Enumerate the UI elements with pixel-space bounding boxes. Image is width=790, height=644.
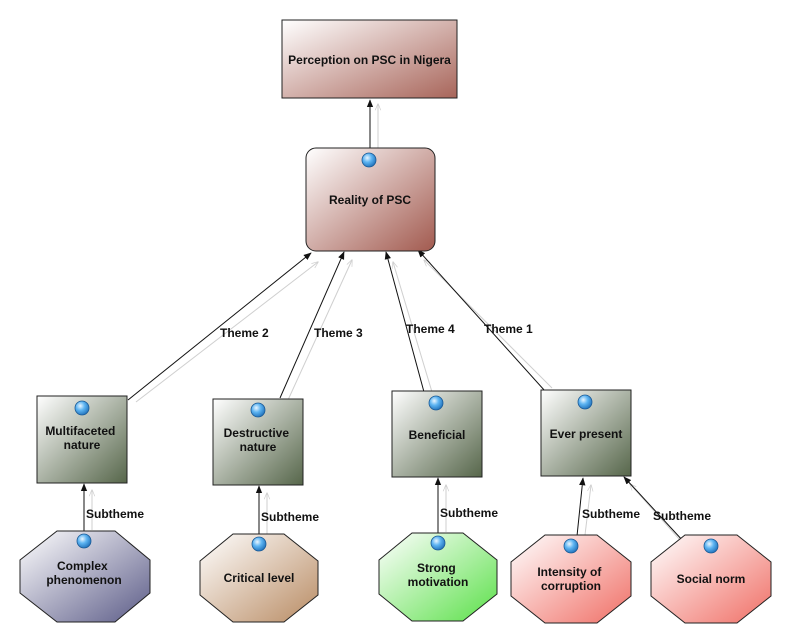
- social-label: Social norm: [677, 572, 746, 586]
- strong-label-line-2: motivation: [408, 575, 469, 589]
- node-strong-motivation[interactable]: Strong motivation: [378, 532, 498, 622]
- svg-text:Intensity of corruption: Intensity of corruption: [537, 565, 604, 593]
- intensity-label-line-1: Intensity of: [537, 565, 602, 579]
- node-critical-level[interactable]: Critical level: [199, 533, 319, 623]
- perception-label: Perception on PSC in Nigera: [288, 53, 451, 67]
- theme-1-label: Theme 1: [484, 322, 533, 336]
- blue-bullet-icon: [361, 152, 377, 168]
- theme-2-label: Theme 2: [220, 326, 269, 340]
- critical-label: Critical level: [224, 571, 295, 585]
- destructive-label-line-2: nature: [240, 440, 277, 454]
- blue-bullet-icon: [703, 538, 719, 554]
- node-intensity-of-corruption[interactable]: Intensity of corruption: [510, 534, 632, 624]
- edge-beneficial-to-reality: [384, 251, 425, 393]
- complex-label-line-2: phenomenon: [46, 573, 121, 587]
- multifaceted-label-line-2: nature: [64, 438, 101, 452]
- svg-text:Multifaceted nature: Multifaceted nature: [45, 424, 118, 452]
- blue-bullet-icon: [577, 394, 593, 410]
- node-reality-of-psc[interactable]: Reality of PSC: [305, 147, 436, 252]
- multifaceted-label-line-1: Multifaceted: [45, 424, 115, 438]
- blue-bullet-icon: [251, 536, 267, 552]
- edges: Theme 2 Theme 3 Theme 4 Theme 1 Subtheme…: [80, 99, 711, 543]
- edge-multifaceted-to-reality: [127, 252, 312, 401]
- complex-label-line-1: Complex: [57, 559, 108, 573]
- edge-ever-present-to-reality: [417, 249, 546, 392]
- theme-3-label: Theme 3: [314, 326, 363, 340]
- edge-destructive-to-reality: [279, 251, 345, 399]
- subtheme-label-intensity: Subtheme: [582, 507, 640, 521]
- node-destructive-nature[interactable]: Destructive nature: [212, 398, 304, 486]
- node-social-norm[interactable]: Social norm: [650, 534, 772, 624]
- edge-intensity-to-ever-present: [576, 477, 586, 537]
- svg-text:Strong motivation: Strong motivation: [408, 561, 469, 589]
- svg-text:Destructive nature: Destructive nature: [224, 426, 293, 454]
- edge-social-to-ever-present: [623, 476, 685, 543]
- blue-bullet-icon: [74, 400, 90, 416]
- node-ever-present[interactable]: Ever present: [540, 389, 632, 477]
- reality-label: Reality of PSC: [329, 193, 411, 207]
- node-beneficial[interactable]: Beneficial: [391, 390, 483, 478]
- strong-label-line-1: Strong: [417, 561, 456, 575]
- blue-bullet-icon: [430, 535, 446, 551]
- blue-bullet-icon: [250, 402, 266, 418]
- beneficial-label: Beneficial: [409, 428, 466, 442]
- subtheme-label-social: Subtheme: [653, 509, 711, 523]
- node-multifaceted-nature[interactable]: Multifaceted nature: [36, 395, 128, 484]
- blue-bullet-icon: [428, 395, 444, 411]
- blue-bullet-icon: [563, 538, 579, 554]
- svg-text:Complex phenomenon: Complex phenomenon: [46, 559, 121, 587]
- intensity-label-line-2: corruption: [541, 579, 601, 593]
- blue-bullet-icon: [76, 533, 92, 549]
- node-perception[interactable]: Perception on PSC in Nigera: [281, 19, 458, 99]
- node-complex-phenomenon[interactable]: Complex phenomenon: [19, 530, 151, 623]
- theme-4-label: Theme 4: [406, 322, 455, 336]
- ever-present-label: Ever present: [550, 427, 623, 441]
- destructive-label-line-1: Destructive: [224, 426, 290, 440]
- subtheme-label-critical: Subtheme: [261, 510, 319, 524]
- subtheme-label-strong: Subtheme: [440, 506, 498, 520]
- subtheme-label-complex: Subtheme: [86, 507, 144, 521]
